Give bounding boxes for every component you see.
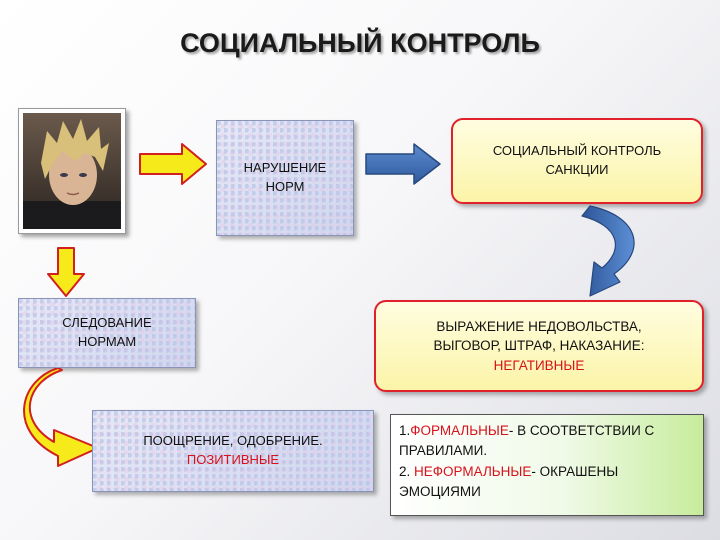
positive-label-2: ПОЗИТИВНЫЕ: [186, 452, 280, 467]
negative-label-2: ВЫГОВОР, ШТРАФ, НАКАЗАНИЕ:: [433, 338, 645, 354]
portrait-image: [18, 108, 126, 234]
positive-sanctions-box: ПООЩРЕНИЕ, ОДОБРЕНИЕ. ПОЗИТИВНЫЕ: [92, 410, 374, 492]
informal-description: - ОКРАШЕНЫ ЭМОЦИЯМИ: [399, 463, 619, 499]
formal-description: - В СООТВЕТСТВИИ С ПРАВИЛАМИ.: [399, 423, 655, 459]
violation-label-1: НАРУШЕНИЕ: [243, 160, 327, 176]
curved-arrow-icon: [581, 205, 635, 297]
control-label-1: СОЦИАЛЬНЫЙ КОНТРОЛЬ: [492, 143, 662, 159]
violation-box: НАРУШЕНИЕ НОРМ: [216, 120, 354, 236]
following-label-2: НОРМАМ: [77, 334, 137, 349]
control-label-2: САНКЦИИ: [545, 162, 609, 177]
following-box: СЛЕДОВАНИЕ НОРМАМ: [18, 298, 196, 368]
negative-label-3: НЕГАТИВНЫЕ: [493, 357, 585, 373]
following-label-1: СЛЕДОВАНИЕ: [62, 315, 152, 331]
informal-word: НЕФОРМАЛЬНЫЕ: [414, 463, 532, 479]
formal-item: 1.ФОРМАЛЬНЫЕ- В СООТВЕТСТВИИ С ПРАВИЛАМИ…: [399, 421, 695, 462]
control-box: СОЦИАЛЬНЫЙ КОНТРОЛЬ САНКЦИИ: [451, 118, 703, 204]
curved-arrow-icon: [23, 368, 99, 467]
sanction-types-box: 1.ФОРМАЛЬНЫЕ- В СООТВЕТСТВИИ С ПРАВИЛАМИ…: [390, 414, 704, 516]
arrow-down-icon: [47, 247, 85, 297]
positive-label-1: ПООЩРЕНИЕ, ОДОБРЕНИЕ.: [143, 433, 323, 449]
negative-sanctions-box: ВЫРАЖЕНИЕ НЕДОВОЛЬСТВА, ВЫГОВОР, ШТРАФ, …: [374, 300, 704, 392]
formal-word: ФОРМАЛЬНЫЕ: [410, 423, 509, 438]
page-title: СОЦИАЛЬНЫЙ КОНТРОЛЬ: [180, 28, 540, 58]
negative-label-1: ВЫРАЖЕНИЕ НЕДОВОЛЬСТВА,: [436, 318, 642, 334]
violation-label-2: НОРМ: [265, 179, 305, 194]
formal-number: 1.: [399, 423, 411, 438]
arrow-right-icon: [139, 143, 207, 185]
arrow-right-icon: [365, 143, 441, 185]
informal-number: 2.: [399, 463, 411, 479]
person-icon: [23, 113, 121, 229]
informal-item: 2. НЕФОРМАЛЬНЫЕ- ОКРАШЕНЫ ЭМОЦИЯМИ: [399, 462, 695, 503]
